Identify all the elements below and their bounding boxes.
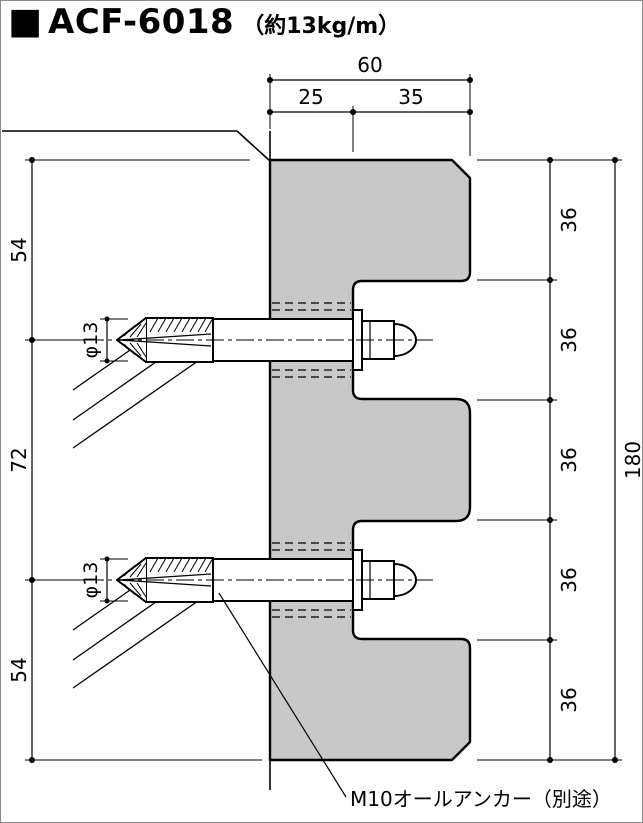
title-square-marker: ■	[8, 1, 43, 42]
dim-top-total-label: 60	[357, 53, 382, 77]
dim-right-total-label: 180	[621, 441, 643, 479]
anchor-note-leader	[218, 592, 347, 798]
dim-top-right-label: 35	[398, 85, 423, 109]
dim-right-seg2-label: 36	[557, 327, 581, 352]
dim-right-seg4-label: 36	[557, 567, 581, 592]
profile-section	[268, 158, 472, 762]
dim-left	[25, 157, 262, 763]
product-code: ACF-6018	[48, 2, 235, 42]
weight-note: （約13kg/m）	[242, 14, 401, 39]
dim-right-seg1-label: 36	[557, 207, 581, 232]
dim-left-2-label: 72	[7, 447, 31, 472]
dim-right-seg5-label: 36	[557, 687, 581, 712]
dim-top-left-label: 25	[298, 85, 323, 109]
anchor-note-label: M10オールアンカー（別途）	[350, 787, 612, 811]
dim-right-seg3-label: 36	[557, 447, 581, 472]
wall-edge-lines	[2, 130, 271, 790]
dim-right	[477, 157, 622, 763]
dim-top	[267, 74, 473, 156]
dim-left-3-label: 54	[7, 657, 31, 682]
title-block: ■ ACF-6018 （約13kg/m）	[8, 2, 400, 42]
dim-left-1-label: 54	[7, 237, 31, 262]
